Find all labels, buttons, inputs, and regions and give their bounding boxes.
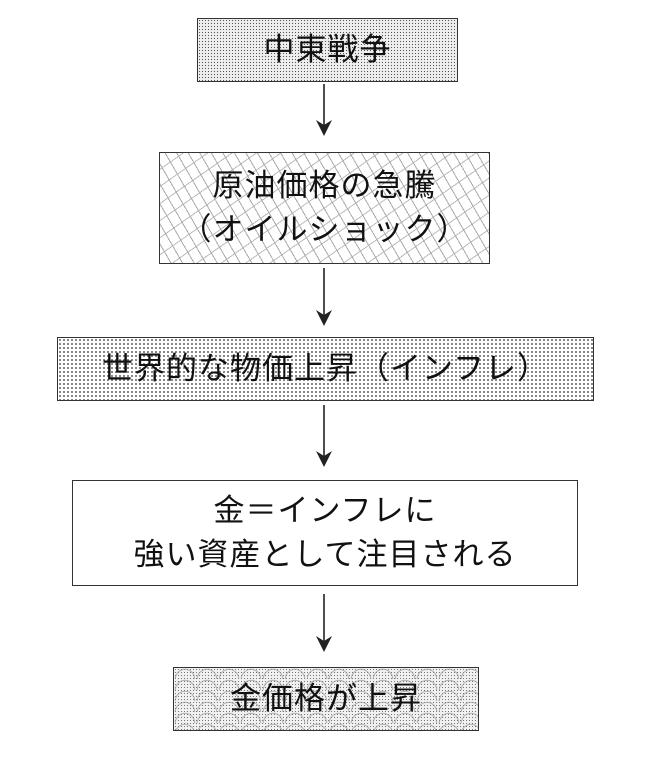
- down-arrow-icon: [314, 594, 334, 652]
- flow-box-global-inflation: 世界的な物価上昇（インフレ）: [57, 337, 594, 401]
- flow-box-oil-price-surge: 原油価格の急騰 （オイルショック）: [159, 152, 490, 264]
- flow-box-middle-east-war: 中東戦争: [197, 18, 458, 82]
- down-arrow-icon: [314, 405, 334, 467]
- down-arrow-icon: [314, 268, 334, 326]
- down-arrow-icon: [314, 84, 334, 136]
- flow-box-gold-as-inflation-hedge: 金＝インフレに 強い資産として注目される: [72, 480, 578, 586]
- box-label-line-1: 原油価格の急騰: [212, 167, 437, 204]
- box-label: 金価格が上昇: [230, 680, 422, 717]
- box-label: 世界的な物価上昇（インフレ）: [101, 350, 550, 387]
- flow-box-gold-price-rise: 金価格が上昇: [173, 667, 479, 731]
- box-label-line-2: （オイルショック）: [180, 212, 469, 248]
- box-label-line-2: 強い資産として注目される: [133, 537, 517, 573]
- box-label-line-1: 金＝インフレに: [213, 492, 437, 529]
- box-label: 中東戦争: [263, 31, 392, 68]
